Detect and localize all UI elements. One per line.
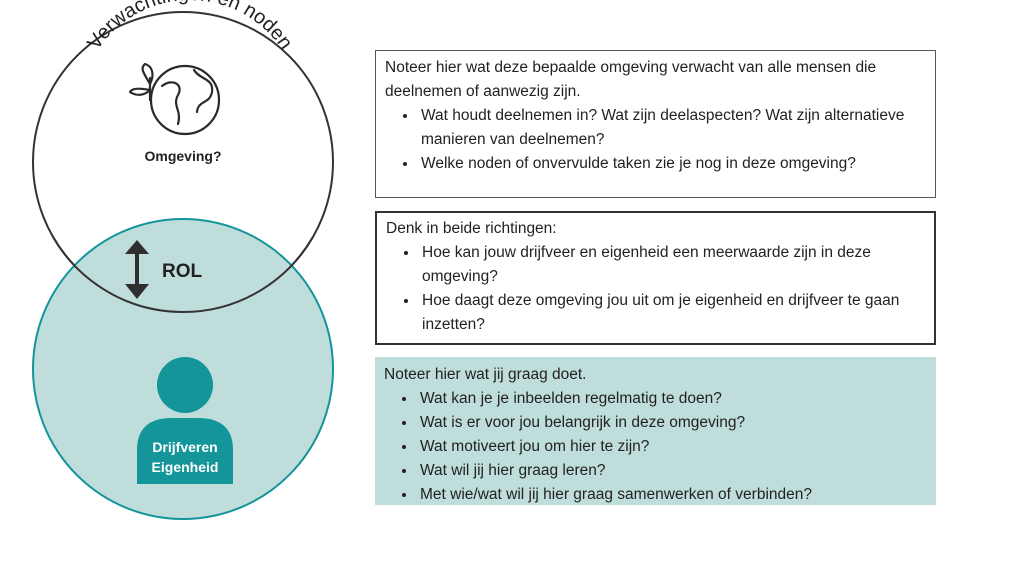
question-item: Wat is er voor jou belangrijk in deze om… [417,411,924,435]
person-icon [137,357,233,484]
person-label-eigenheid: Eigenheid [152,459,219,475]
box-intro: Denk in beide richtingen: [386,220,557,237]
box-intro: Noteer hier wat jij graag doet. [384,366,587,383]
question-list: Hoe kan jouw drijfveer en eigenheid een … [386,241,922,337]
role-label: ROL [162,261,203,282]
question-item: Wat houdt deelnemen in? Wat zijn deelasp… [418,104,923,152]
globe-with-leaves-icon [128,62,221,136]
question-item: Wat wil jij hier graag leren? [417,459,924,483]
question-item: Wat kan je je inbeelden regelmatig te do… [417,387,924,411]
question-item: Met wie/wat wil jij hier graag samenwerk… [417,483,924,507]
environment-label: Omgeving? [144,148,221,164]
person-label-drijfveren: Drijfveren [152,439,217,455]
question-list: Wat houdt deelnemen in? Wat zijn deelasp… [385,104,923,176]
box-intro: Noteer hier wat deze bepaalde omgeving v… [385,59,877,100]
arc-title: Verwachtingen en noden [83,0,296,54]
question-item: Hoe kan jouw drijfveer en eigenheid een … [419,241,922,289]
question-item: Wat motiveert jou om hier te zijn? [417,435,924,459]
environment-expectations-box: Noteer hier wat deze bepaalde omgeving v… [375,50,936,198]
question-list: Wat kan je je inbeelden regelmatig te do… [384,387,924,507]
overlap-outline [52,236,314,313]
role-reflection-box: Denk in beide richtingen: Hoe kan jouw d… [375,211,936,345]
question-item: Hoe daagt deze omgeving jou uit om je ei… [419,289,922,337]
venn-diagram: Verwachtingen en noden Omgeving? ROL Dri… [32,0,334,520]
personal-drivers-box: Noteer hier wat jij graag doet. Wat kan … [375,357,936,505]
double-arrow-icon [125,240,149,299]
question-item: Welke noden of onvervulde taken zie je n… [418,152,923,176]
